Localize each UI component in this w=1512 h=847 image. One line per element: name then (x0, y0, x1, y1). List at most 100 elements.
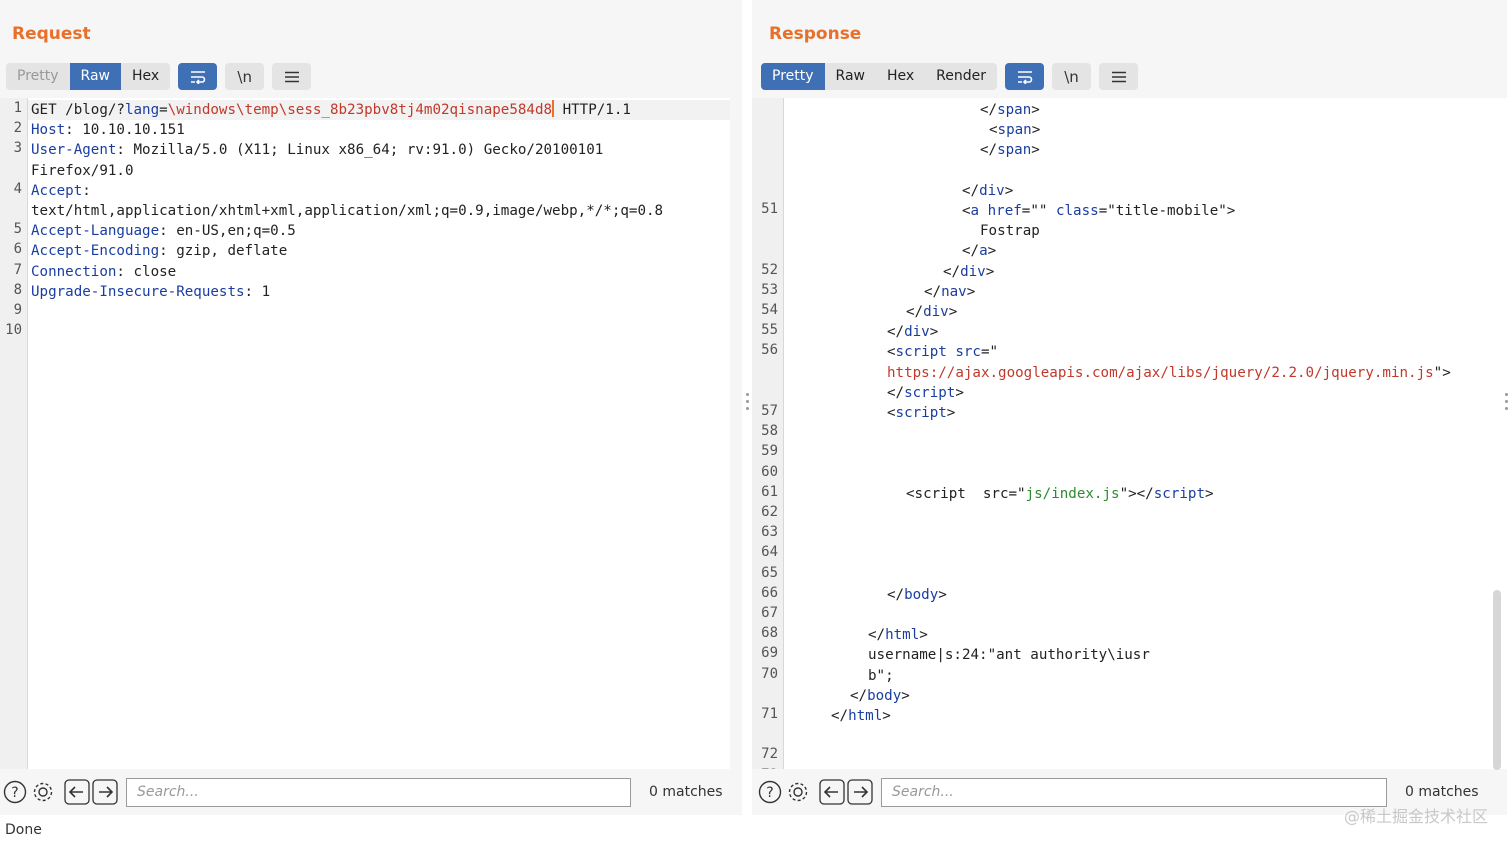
code-token: > (946, 405, 956, 421)
code-token: < (962, 203, 971, 219)
code-token: </ (924, 283, 942, 300)
response-newline-button[interactable]: \n (1052, 63, 1092, 90)
code-token: > (1031, 122, 1041, 139)
code-token: div (904, 324, 930, 341)
code-line: </a> (962, 241, 996, 261)
code-token: Upgrade-Insecure-Requests (31, 283, 245, 300)
right-edge-handle[interactable] (1505, 393, 1509, 414)
line-number: 65 (761, 564, 778, 581)
request-tabbar: Pretty Raw Hex \n (6, 63, 312, 90)
code-token: "></ (1119, 485, 1154, 502)
code-line: Accept: (31, 181, 91, 201)
request-tab-raw[interactable]: Raw (69, 63, 121, 90)
code-token: > (948, 304, 958, 320)
line-number: 64 (761, 544, 778, 561)
request-next-button[interactable] (92, 779, 118, 805)
code-token: body (904, 586, 939, 603)
response-next-button[interactable] (847, 779, 873, 805)
response-wrap-button[interactable] (1005, 63, 1045, 90)
code-line: Host: 10.10.10.151 (31, 120, 185, 140)
response-menu-button[interactable] (1099, 63, 1139, 90)
code-token: <script src=" (906, 485, 1026, 502)
code-token: > (987, 243, 997, 260)
code-token: Accept-Encoding (31, 243, 160, 260)
response-tab-pretty[interactable]: Pretty (761, 63, 825, 90)
code-token: span (997, 102, 1032, 118)
request-newline-button[interactable]: \n (225, 63, 265, 90)
arrow-right-icon (847, 779, 873, 805)
response-tabbar: Pretty Raw Hex Render \n (761, 63, 1139, 90)
request-help-button[interactable]: ? (2, 779, 28, 805)
code-token: > (1204, 485, 1214, 502)
code-line: b"; (868, 666, 894, 686)
code-token: lang (124, 102, 160, 118)
request-title: Request (12, 24, 91, 44)
code-line: <script> (887, 403, 955, 423)
code-line: <span> (989, 120, 1040, 140)
response-tab-hex[interactable]: Hex (886, 68, 915, 84)
code-token: : close (116, 263, 177, 280)
response-tab-render[interactable]: Render (936, 68, 987, 84)
arrow-left-icon (64, 779, 90, 805)
response-help-button[interactable]: ? (757, 779, 783, 805)
pane-splitter-handle[interactable] (746, 393, 750, 414)
request-view-tabs: Pretty Raw Hex (6, 63, 171, 90)
code-token: div (979, 182, 1005, 199)
request-tab-hex[interactable]: Hex (131, 68, 160, 84)
request-search-input[interactable] (126, 777, 631, 807)
arrow-right-icon (92, 779, 118, 805)
code-token: div (960, 263, 986, 280)
code-token: : gzip, deflate (159, 243, 288, 260)
code-token: div (923, 304, 949, 320)
code-token: html (885, 627, 920, 644)
code-token: ="" (1021, 203, 1056, 219)
code-line: <a href="" class="title-mobile"> (962, 201, 1235, 221)
code-line: Connection: close (31, 262, 176, 282)
line-number: 3 (13, 140, 22, 157)
code-token: </ (906, 304, 924, 320)
code-line: Upgrade-Insecure-Requests: 1 (31, 282, 270, 302)
code-token: > (1031, 102, 1040, 118)
request-prev-button[interactable] (64, 779, 90, 805)
request-wrap-button[interactable] (178, 63, 218, 90)
code-line: GET /blog/?lang=\windows\temp\sess_8b23p… (31, 100, 631, 120)
code-token: nav (941, 283, 967, 300)
response-scrollbar[interactable] (1493, 590, 1501, 770)
code-token: Accept (31, 182, 83, 199)
request-menu-button[interactable] (272, 63, 312, 90)
response-title: Response (769, 24, 862, 44)
code-line: </div> (962, 181, 1013, 201)
code-token: </ (980, 102, 998, 118)
text-caret (552, 100, 555, 117)
request-tab-pretty[interactable]: Pretty (17, 68, 59, 84)
response-prev-button[interactable] (819, 779, 845, 805)
code-token: > (938, 586, 947, 603)
line-number: 59 (761, 443, 778, 460)
code-line: text/html,application/xhtml+xml,applicat… (31, 201, 663, 221)
code-line: </body> (887, 585, 947, 605)
code-line: username|s:24:"ant authority\iusr (868, 645, 1150, 665)
response-search-input[interactable] (881, 777, 1387, 807)
svg-text:?: ? (766, 785, 773, 801)
code-token: User-Agent (31, 142, 117, 159)
code-line: </div> (943, 262, 994, 282)
code-token: Host (31, 122, 66, 139)
code-token: Fostrap (980, 223, 1040, 240)
code-token: > (919, 627, 928, 644)
code-token: : 1 (244, 283, 271, 300)
line-number: 6 (13, 241, 22, 258)
help-icon: ? (3, 780, 27, 804)
code-token: </ (962, 243, 980, 260)
request-settings-button[interactable] (30, 779, 56, 805)
code-token: html (848, 708, 883, 724)
code-line: Firefox/91.0 (31, 161, 134, 181)
code-line: </script> (887, 383, 964, 403)
code-token: username|s:24:"ant authority\iusr (868, 647, 1150, 664)
code-line: </nav> (924, 282, 975, 302)
line-number: 58 (761, 423, 778, 440)
request-match-count: 0 matches (649, 784, 723, 800)
response-settings-button[interactable] (785, 779, 811, 805)
response-tab-raw[interactable]: Raw (835, 68, 865, 84)
